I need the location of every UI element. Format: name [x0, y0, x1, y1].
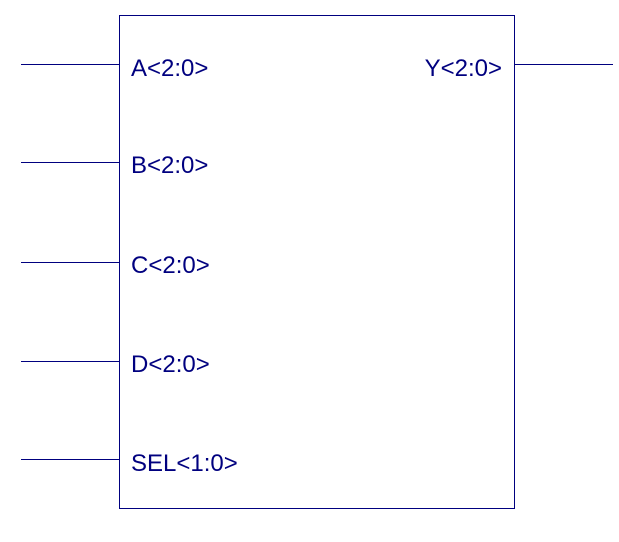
pin-label-d: D<2:0> — [131, 351, 210, 378]
pin-label-a: A<2:0> — [131, 55, 208, 82]
pin-label-c: C<2:0> — [131, 252, 210, 279]
component-body — [119, 15, 515, 509]
pin-label-sel: SEL<1:0> — [131, 450, 238, 477]
pin-label-y: Y<2:0> — [425, 55, 502, 82]
pin-label-b: B<2:0> — [131, 152, 208, 179]
